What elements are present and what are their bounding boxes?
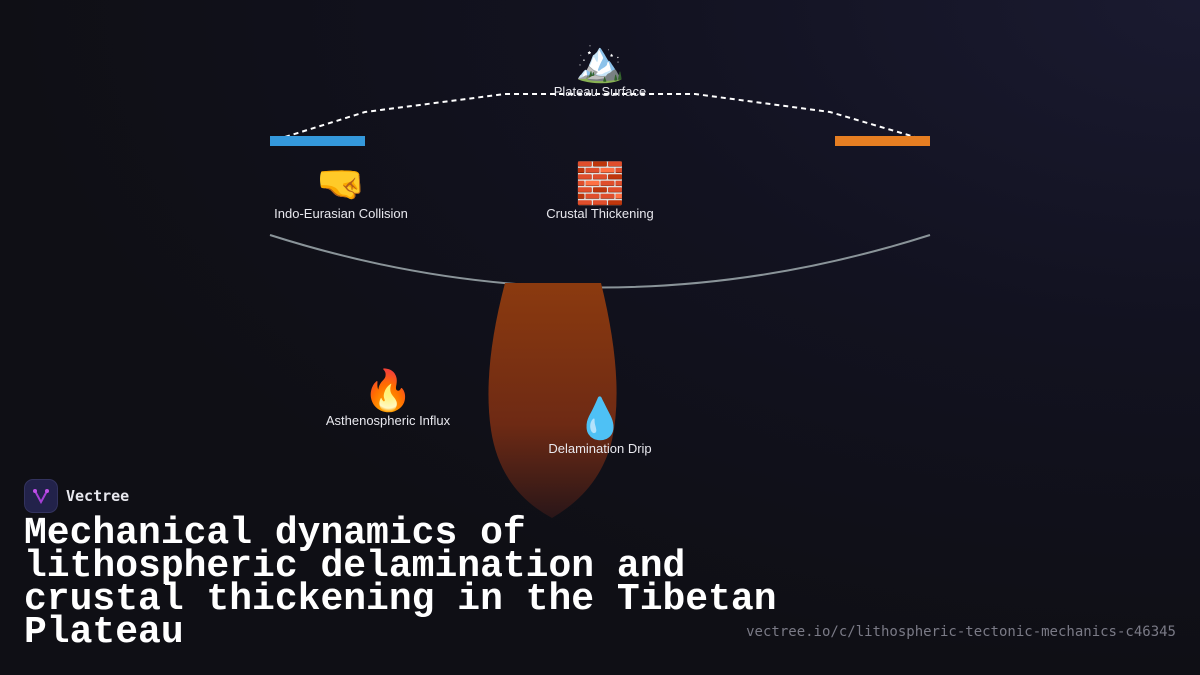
droplet-icon: 💧: [575, 397, 625, 441]
india-plate-bar: [270, 136, 365, 146]
fire-icon: 🔥: [363, 369, 413, 413]
node-delamination-drip: 💧 Delamination Drip: [548, 397, 651, 456]
plateau-surface-line: [284, 93, 916, 138]
source-url: vectree.io/c/lithospheric-tectonic-mecha…: [746, 624, 1176, 640]
brand-name: Vectree: [66, 487, 130, 505]
node-plateau-surface: 🏔️ Plateau Surface: [554, 40, 647, 99]
node-indo-eurasian-collision: 🤜 Indo-Eurasian Collision: [274, 162, 408, 221]
brand: Vectree: [24, 479, 129, 513]
vectree-logo-icon: [24, 479, 58, 513]
page-title: Mechanical dynamics of lithospheric dela…: [24, 512, 777, 654]
mountain-icon: 🏔️: [575, 40, 625, 84]
delamination-drip-shape: [488, 283, 617, 518]
node-label: Plateau Surface: [553, 84, 647, 99]
moho-curve: [269, 234, 931, 289]
node-label: Asthenospheric Influx: [325, 413, 451, 428]
node-label: Indo-Eurasian Collision: [274, 206, 408, 221]
eurasia-plate-bar: [835, 136, 930, 146]
node-label: Delamination Drip: [548, 441, 652, 456]
brick-icon: 🧱: [575, 162, 625, 206]
fist-icon: 🤜: [316, 162, 366, 206]
node-crustal-thickening: 🧱 Crustal Thickening: [546, 162, 653, 221]
node-label: Crustal Thickening: [546, 206, 654, 221]
node-asthenospheric-influx: 🔥 Asthenospheric Influx: [326, 369, 450, 428]
